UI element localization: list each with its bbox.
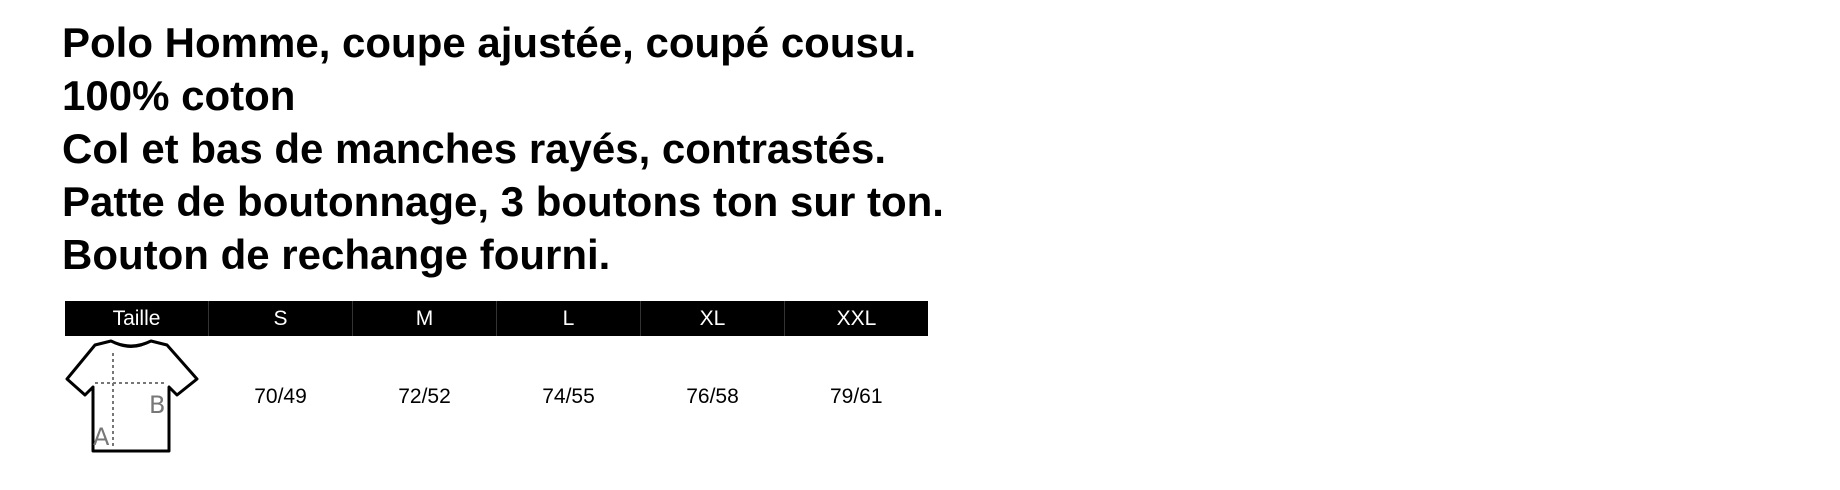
size-header-m: M <box>352 301 497 336</box>
description-line: Bouton de rechange fourni. <box>62 231 611 278</box>
diagram-label-length: A <box>93 423 110 451</box>
description-line: 100% coton <box>62 72 296 119</box>
size-header-s: S <box>208 301 353 336</box>
measurement-xl: 76/58 <box>686 385 739 408</box>
diagram-cell: A B <box>65 336 209 458</box>
measurement-m: 72/52 <box>398 385 451 408</box>
size-chart-table: Taille S M L XL XXL A B 70/49 72/52 74/5 <box>65 301 928 458</box>
size-header-l: L <box>496 301 641 336</box>
measurement-s: 70/49 <box>254 385 307 408</box>
tshirt-measure-icon: A B <box>65 339 199 453</box>
product-description: Polo Homme, coupe ajustée, coupé cousu. … <box>62 16 944 281</box>
description-line: Col et bas de manches rayés, contrastés. <box>62 125 887 172</box>
size-header-label: Taille <box>65 301 209 336</box>
description-line: Patte de boutonnage, 3 boutons ton sur t… <box>62 178 944 225</box>
size-header-xl: XL <box>640 301 785 336</box>
measurement-row: A B 70/49 72/52 74/55 76/58 79/61 <box>65 336 928 458</box>
measurement-l: 74/55 <box>542 385 595 408</box>
measurement-xxl: 79/61 <box>829 385 883 408</box>
size-header-row: Taille S M L XL XXL <box>65 301 928 336</box>
description-line: Polo Homme, coupe ajustée, coupé cousu. <box>62 19 917 66</box>
diagram-label-width: B <box>149 391 165 419</box>
size-header-xxl: XXL <box>784 301 928 336</box>
